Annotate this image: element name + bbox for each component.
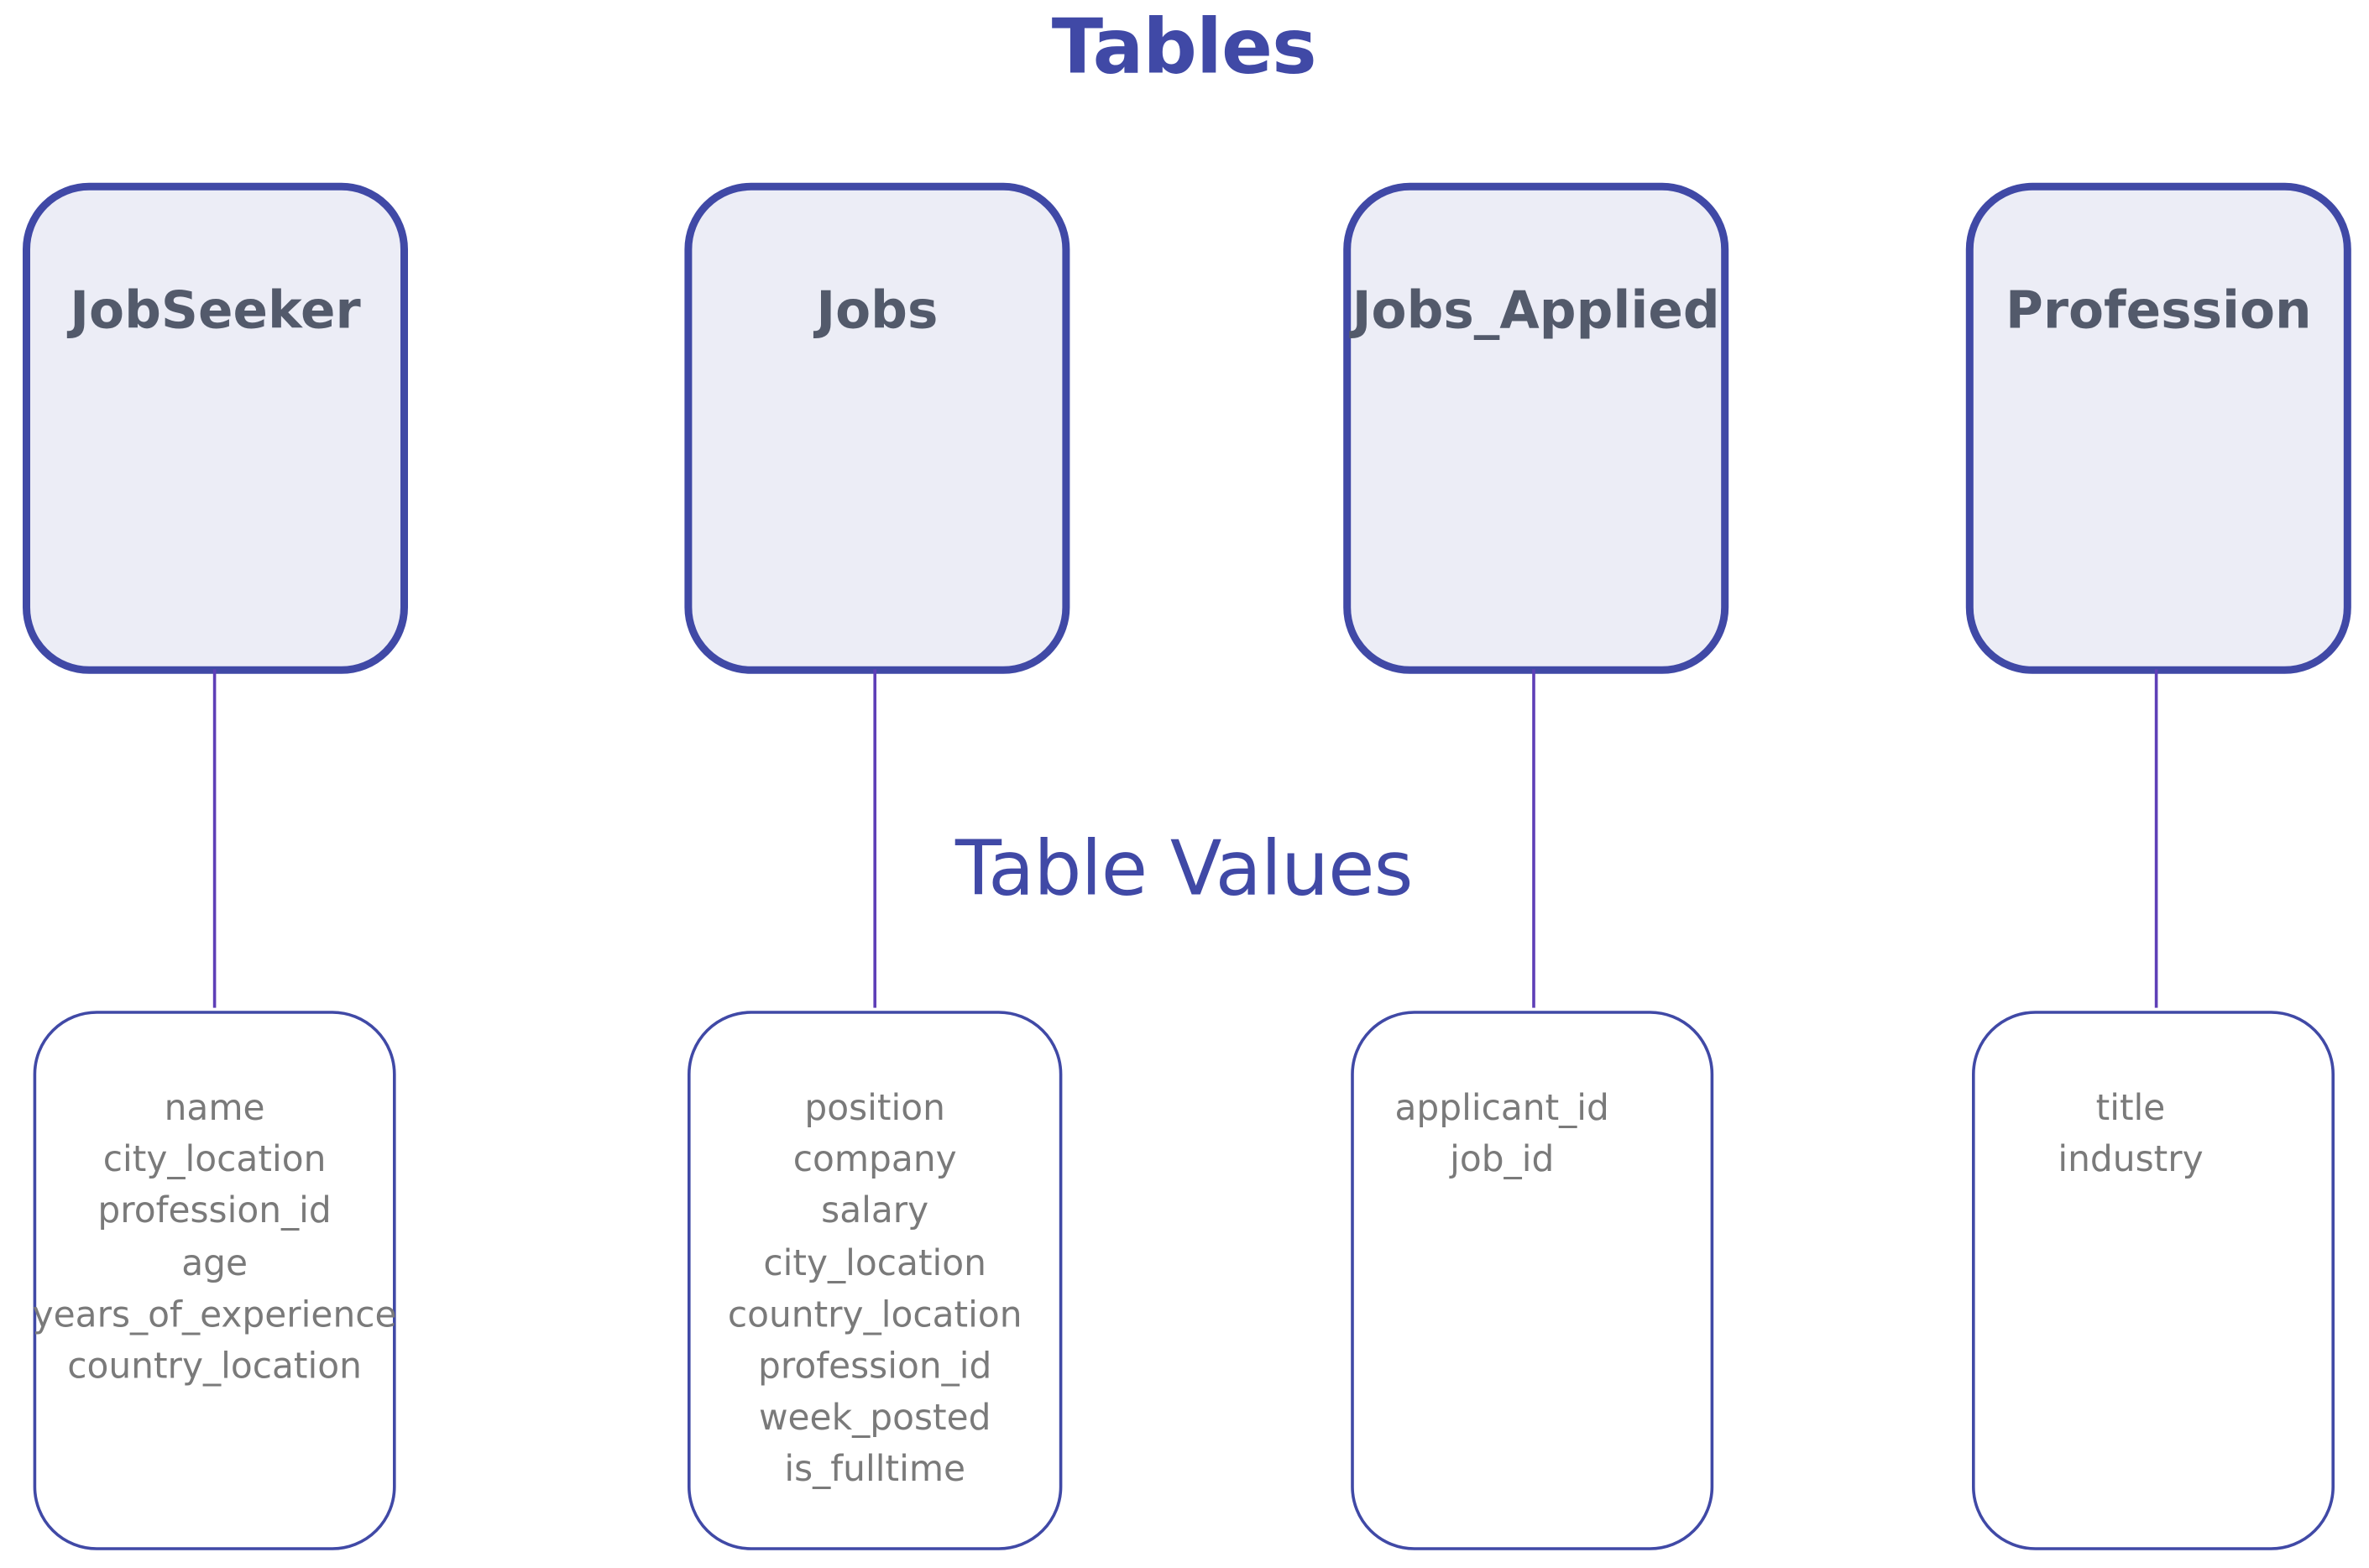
field-item: is_fulltime bbox=[784, 1448, 966, 1491]
table-name-profession: Profession bbox=[2005, 280, 2312, 342]
connector-jobseeker bbox=[212, 669, 216, 1008]
table-name-jobs-applied: Jobs_Applied bbox=[1352, 280, 1720, 342]
field-list-jobs-applied: applicant_id job_id bbox=[1294, 1082, 1711, 1185]
field-item: company bbox=[792, 1137, 957, 1181]
values-box-profession: title industry bbox=[1972, 1011, 2335, 1550]
field-item: applicant_id bbox=[1394, 1086, 1609, 1129]
table-box-profession: Profession bbox=[1965, 182, 2351, 674]
table-name-jobseeker: JobSeeker bbox=[70, 280, 361, 342]
values-box-jobseeker: name city_location profession_id age yea… bbox=[33, 1011, 397, 1550]
table-box-jobs-applied: Jobs_Applied bbox=[1343, 182, 1729, 674]
field-list-profession: title industry bbox=[1930, 1082, 2332, 1185]
field-item: years_of_experience bbox=[32, 1293, 397, 1335]
field-item: job_id bbox=[1450, 1137, 1555, 1181]
field-item: industry bbox=[2058, 1137, 2204, 1181]
field-item: title bbox=[2095, 1086, 2166, 1129]
table-box-jobs: Jobs bbox=[684, 182, 1070, 674]
field-item: position bbox=[804, 1086, 945, 1129]
connector-profession bbox=[2154, 669, 2157, 1008]
field-item: city_location bbox=[763, 1241, 987, 1284]
field-item: profession_id bbox=[758, 1345, 992, 1388]
connector-jobs-applied bbox=[1532, 669, 1535, 1008]
values-box-jobs: position company salary city_location co… bbox=[688, 1011, 1063, 1550]
field-list-jobseeker: name city_location profession_id age yea… bbox=[6, 1082, 423, 1392]
field-item: city_location bbox=[102, 1137, 327, 1181]
field-item: country_location bbox=[727, 1293, 1022, 1335]
field-item: age bbox=[181, 1241, 248, 1284]
table-box-jobseeker: JobSeeker bbox=[23, 182, 408, 674]
field-item: salary bbox=[821, 1189, 929, 1232]
table-name-jobs: Jobs bbox=[816, 280, 939, 342]
field-item: name bbox=[164, 1086, 265, 1129]
field-item: country_location bbox=[67, 1345, 362, 1388]
field-item: profession_id bbox=[97, 1189, 332, 1232]
table-values-heading: Table Values bbox=[954, 824, 1413, 913]
values-box-jobs-applied: applicant_id job_id bbox=[1351, 1011, 1714, 1550]
tables-heading: Tables bbox=[1051, 3, 1317, 91]
connector-jobs bbox=[873, 669, 876, 1008]
field-item: week_posted bbox=[758, 1396, 991, 1439]
field-list-jobs: position company salary city_location co… bbox=[661, 1082, 1090, 1496]
